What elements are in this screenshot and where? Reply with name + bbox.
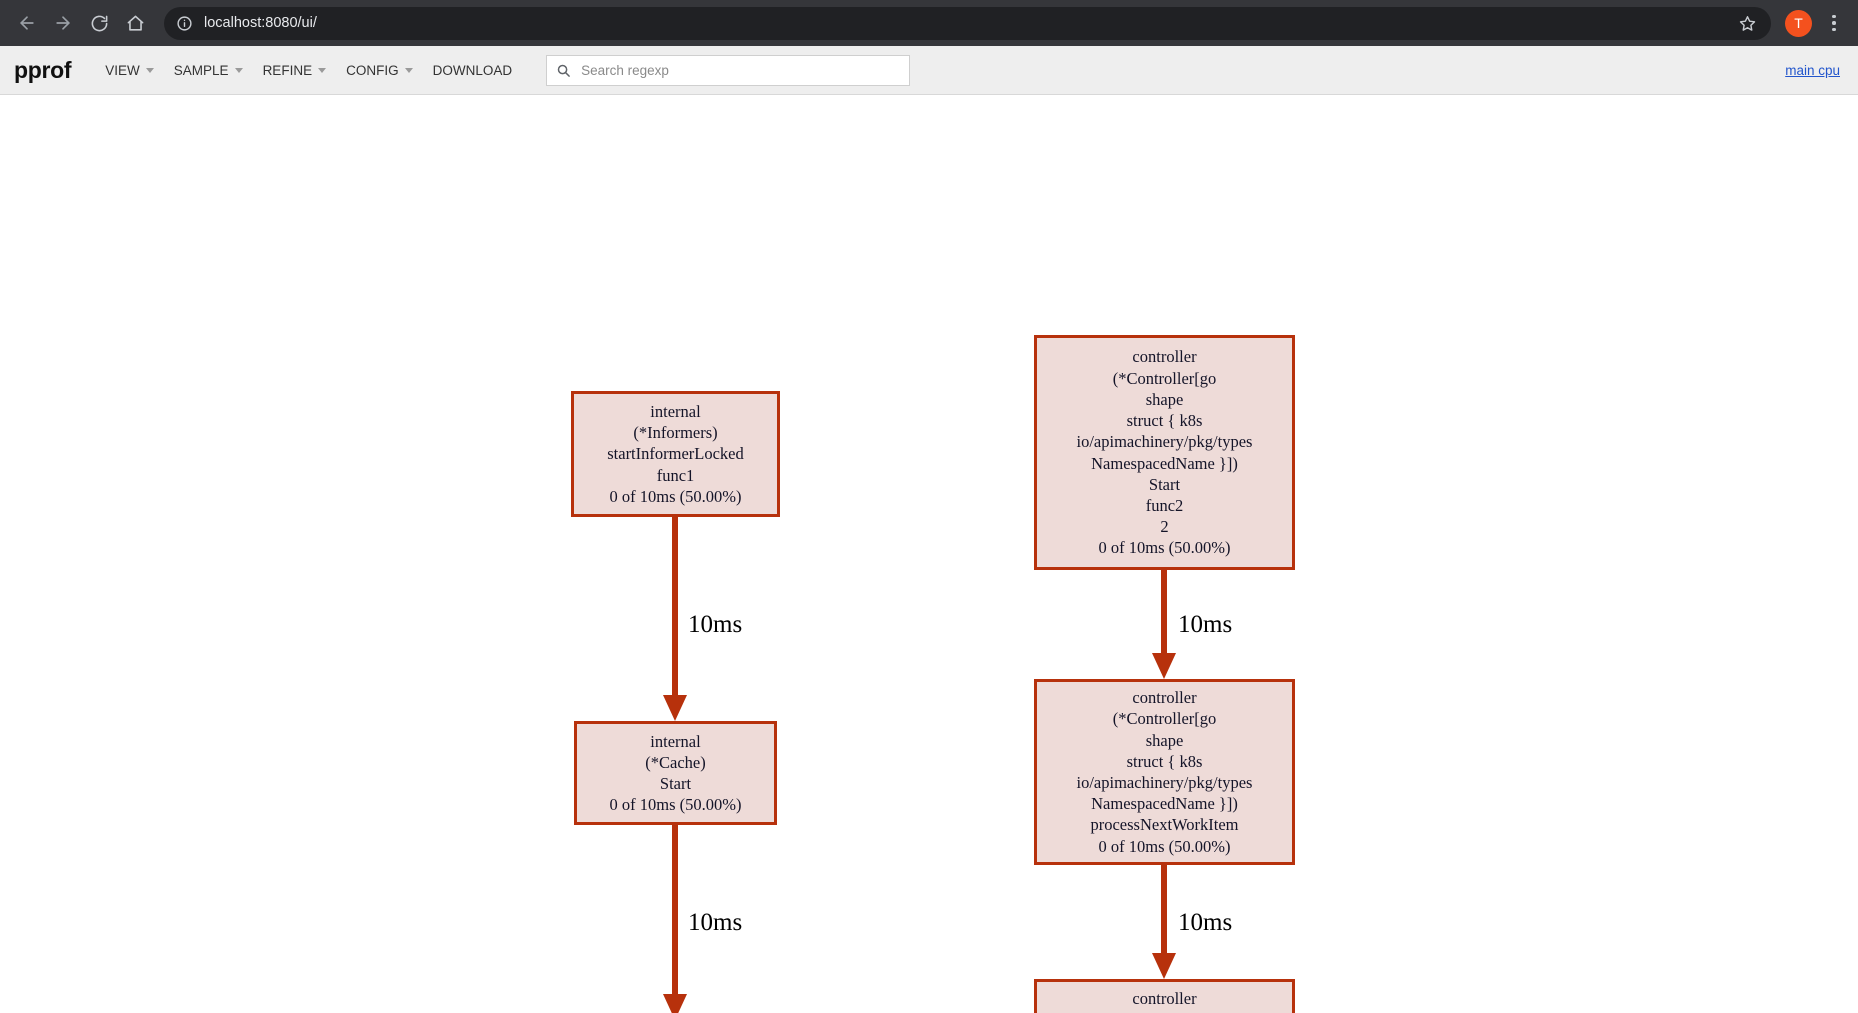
edge-label: 10ms	[1178, 909, 1233, 936]
edge-label: 10ms	[1178, 611, 1233, 638]
graph-node-line: (*Controller[go	[1112, 368, 1217, 388]
graph-node-line: (*Informers)	[633, 423, 718, 443]
graph-node-line: NamespacedName }])	[1091, 794, 1238, 814]
graph-node-line: struct { k8s	[1126, 751, 1203, 771]
chevron-down-icon	[318, 67, 327, 73]
reload-icon[interactable]	[82, 6, 116, 40]
graph-node-line: 2	[1160, 517, 1169, 537]
menu-view-label: VIEW	[105, 62, 140, 78]
graph-node-line: func1	[656, 465, 695, 485]
graph-node-line: NamespacedName }])	[1091, 453, 1238, 473]
graph-node-line: io/apimachinery/pkg/types	[1076, 432, 1253, 452]
menu-config-label: CONFIG	[346, 62, 399, 78]
address-bar[interactable]: localhost:8080/ui/	[164, 6, 1771, 40]
arrowhead-icon	[663, 994, 687, 1013]
graph-node-line: Start	[1148, 474, 1181, 494]
avatar[interactable]: T	[1785, 9, 1812, 37]
graph-node-line: internal	[650, 401, 701, 421]
chevron-down-icon	[145, 67, 154, 73]
menu-refine-label: REFINE	[262, 62, 313, 78]
chevron-down-icon	[234, 67, 243, 73]
pprof-toolbar: pprof VIEW SAMPLE REFINE CONFIG DOWNLOAD…	[0, 46, 1858, 95]
info-circle-icon[interactable]	[176, 15, 193, 32]
graph-node-line: func2	[1145, 495, 1184, 515]
graph-node-line: controller	[1132, 988, 1197, 1008]
menu-download[interactable]: DOWNLOAD	[425, 57, 521, 84]
back-arrow-icon[interactable]	[10, 6, 44, 40]
edge-line	[672, 825, 678, 996]
graph-node-cache-start[interactable]: internal(*Cache) Start 0 of 10ms (50.00%)	[574, 721, 777, 825]
graph-node-line: shape	[1145, 389, 1184, 409]
graph-node-line: (*Cache)	[645, 752, 706, 772]
graph-node-line: startInformerLocked	[607, 444, 744, 464]
search-icon	[556, 63, 571, 78]
graph-node-line: 0 of 10ms (50.00%)	[609, 795, 742, 815]
edge-line	[1161, 865, 1167, 955]
menu-download-label: DOWNLOAD	[432, 62, 513, 78]
graph-node-line: 0 of 10ms (50.00%)	[1098, 538, 1231, 558]
graph-node-line: shape	[1145, 730, 1184, 750]
edge-label: 10ms	[688, 909, 743, 936]
arrowhead-icon	[663, 695, 687, 721]
home-icon[interactable]	[118, 6, 152, 40]
kebab-menu-icon[interactable]	[1820, 6, 1848, 40]
star-icon[interactable]	[1728, 14, 1757, 33]
edge-line	[672, 517, 678, 697]
graph-node-line: 0 of 10ms (50.00%)	[1098, 836, 1231, 856]
graph-node-line: internal	[650, 731, 701, 751]
arrowhead-icon	[1152, 653, 1176, 679]
url-text: localhost:8080/ui/	[204, 15, 317, 31]
graph-node-line: controller	[1132, 347, 1197, 367]
menu-sample[interactable]: SAMPLE	[166, 57, 251, 84]
menu-view[interactable]: VIEW	[97, 57, 162, 84]
graph-node-line: processNextWorkItem	[1090, 815, 1239, 835]
forward-arrow-icon[interactable]	[46, 6, 80, 40]
menu-config[interactable]: CONFIG	[338, 57, 421, 84]
graph-node-line: controller	[1132, 688, 1197, 708]
menu-sample-label: SAMPLE	[173, 62, 229, 78]
search-input[interactable]	[579, 61, 901, 79]
arrowhead-icon	[1152, 953, 1176, 979]
edge-line	[1161, 570, 1167, 655]
graph-node-line: (*Controller[go	[1113, 1009, 1217, 1013]
search-box[interactable]	[546, 54, 911, 86]
page-title: pprof	[14, 56, 72, 83]
graph-node-line: io/apimachinery/pkg/types	[1076, 773, 1253, 792]
browser-chrome: localhost:8080/ui/ T	[0, 0, 1858, 46]
graph-node-line: (*Controller[go	[1112, 709, 1217, 729]
profile-link[interactable]: main cpu	[1785, 62, 1840, 78]
graph-node-line: struct { k8s	[1126, 411, 1203, 431]
graph-node-line: 0 of 10ms (50.00%)	[609, 486, 742, 506]
graph-node-line: Start	[659, 774, 692, 793]
menu-refine[interactable]: REFINE	[255, 57, 335, 84]
chevron-down-icon	[404, 67, 413, 73]
edge-label: 10ms	[688, 611, 743, 638]
